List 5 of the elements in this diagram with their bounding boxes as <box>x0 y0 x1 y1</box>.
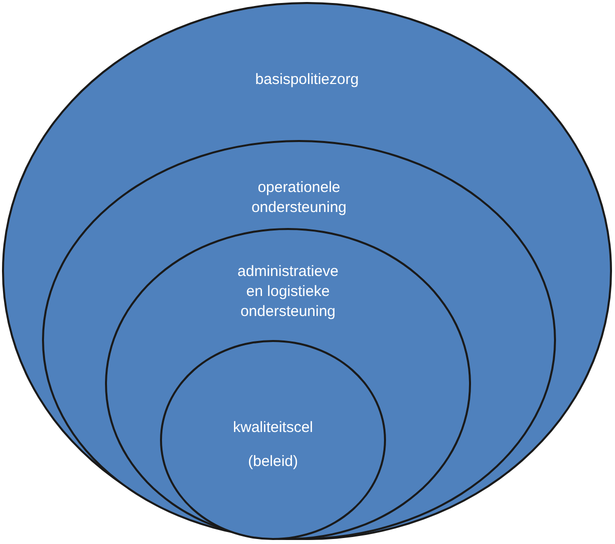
ellipse-label: basispolitiezorg <box>255 70 359 90</box>
ellipse-label: kwaliteitscel <box>232 418 314 438</box>
ellipse-label: administratieve en logistieke ondersteuning <box>236 262 340 322</box>
ellipse-label: operationele ondersteuning <box>250 178 348 218</box>
ellipse-label: (beleid) <box>248 452 298 472</box>
